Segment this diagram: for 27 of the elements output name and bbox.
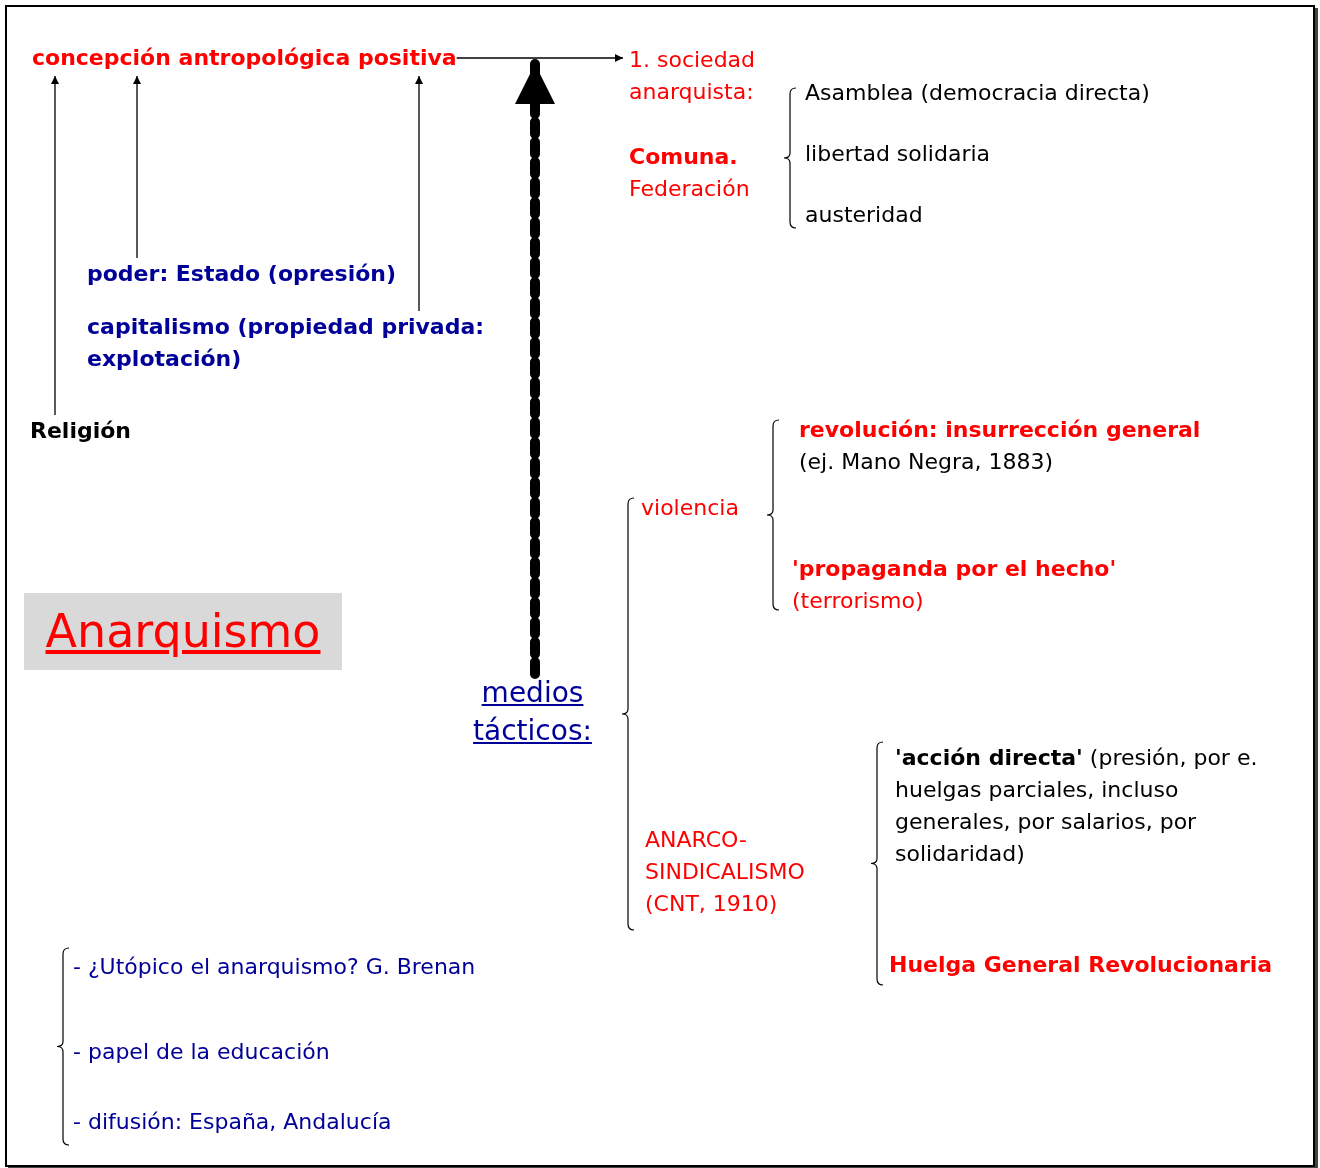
bullet-note: - ¿Utópico el anarquismo? G. Brenan: [73, 953, 476, 981]
concept-text: capitalismo (propiedad privada: explotación): [87, 311, 507, 375]
note-text: Asamblea (democracia directa): [805, 79, 1150, 107]
bullet-note: - papel de la educación: [73, 1038, 330, 1066]
arrow: [456, 54, 624, 62]
concept-text: Religión: [30, 415, 131, 447]
note-text: 'acción directa' (presión, por e. huelgas parciales, incluso generales, por salarios, por solidaridad): [895, 744, 1259, 868]
arrow: [415, 75, 423, 312]
note-text: Comuna. Federación: [629, 143, 751, 203]
arrow: [51, 75, 59, 416]
note-text: ANARCO- SINDICALISMO (CNT, 1910): [645, 826, 806, 918]
concept-text: concepción antropológica positiva: [32, 42, 457, 74]
note-text: 'propaganda por el hecho': [792, 555, 1117, 583]
bullet-note: - difusión: España, Andalucía: [73, 1108, 392, 1136]
note-text: (ej. Mano Negra, 1883): [799, 448, 1054, 476]
note-text: libertad solidaria: [805, 140, 991, 168]
arrow: [133, 75, 141, 259]
concept-link: medios tácticos:: [460, 674, 605, 750]
note-text: revolución: insurrección general: [799, 416, 1201, 444]
note-text: austeridad: [805, 201, 923, 229]
title-heading: Anarquismo: [24, 593, 342, 670]
note-text: violencia: [641, 494, 739, 522]
note-text: Huelga General Revolucionaria: [889, 951, 1273, 979]
concept-text: poder: Estado (opresión): [87, 258, 396, 290]
note-text: (terrorismo): [792, 587, 924, 615]
arrow: [515, 59, 555, 679]
concept-text: 1. sociedad anarquista:: [629, 44, 789, 108]
